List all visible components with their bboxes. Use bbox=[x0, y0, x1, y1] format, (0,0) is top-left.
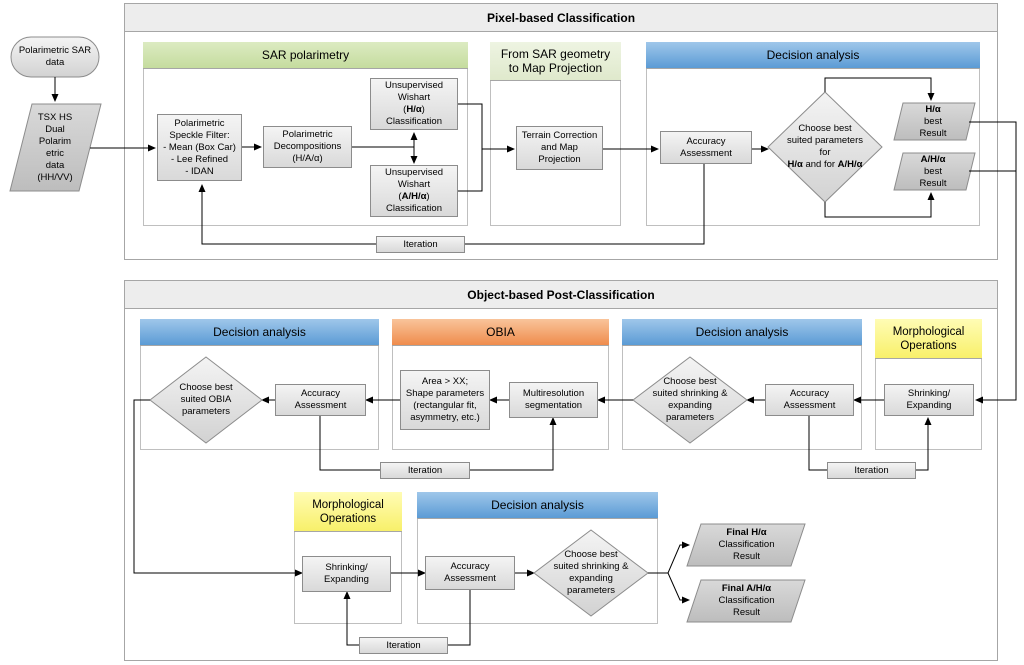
morph-header-bottom: Morphological Operations bbox=[294, 492, 402, 532]
decision-header-bottom: Decision analysis bbox=[417, 492, 658, 519]
accuracy-assessment-top-right: Accuracy Assessment bbox=[765, 384, 854, 416]
connector bbox=[648, 541, 690, 574]
terrain-correction-box: Terrain Correction and Map Projection bbox=[516, 126, 603, 170]
wishart-ha-bold: (H/α) bbox=[403, 104, 425, 115]
connector bbox=[808, 416, 827, 471]
shrinking-expanding-bottom: Shrinking/ Expanding bbox=[302, 556, 391, 592]
choose-shrink-label-bottom: Choose best suited shrinking & expanding… bbox=[553, 549, 629, 596]
area-shape-params: Area > XX; Shape parameters (rectangular… bbox=[400, 370, 490, 430]
wishart-aha-box: Unsupervised Wishart (A/H/α) Classificat… bbox=[370, 165, 458, 217]
wishart-ha-box: Unsupervised Wishart (H/α) Classificatio… bbox=[370, 78, 458, 130]
wishart-aha-bold: (A/H/α) bbox=[398, 191, 430, 202]
sar-data-label: Polarimetric SAR data bbox=[18, 45, 92, 68]
decision-analysis-header-pixel: Decision analysis bbox=[646, 42, 980, 69]
accuracy-assessment-bottom: Accuracy Assessment bbox=[425, 556, 515, 590]
tsx-data-label: TSX HS Dual Polarim etric data (HH/VV) bbox=[37, 111, 73, 183]
connector bbox=[458, 103, 483, 149]
final-aha-result-label: Final A/H/α Classification Result bbox=[718, 583, 775, 618]
connector bbox=[470, 417, 557, 471]
connector bbox=[198, 184, 376, 245]
connector bbox=[458, 149, 483, 192]
iteration-box-top-left: Iteration bbox=[380, 462, 470, 479]
choose-shrink-diamond-top bbox=[632, 356, 748, 444]
iteration-box-bottom: Iteration bbox=[359, 637, 448, 654]
sar-polarimetry-header: SAR polarimetry bbox=[143, 42, 468, 69]
object-based-title: Object-based Post-Classification bbox=[125, 281, 997, 309]
geometry-header: From SAR geometry to Map Projection bbox=[490, 42, 621, 81]
connector bbox=[969, 121, 1017, 404]
ha-best-result-shape bbox=[893, 102, 976, 141]
connector bbox=[824, 192, 935, 218]
choose-shrink-label-top: Choose best suited shrinking & expanding… bbox=[652, 376, 728, 423]
connector bbox=[667, 572, 690, 604]
choose-obia-label: Choose best suited OBIA parameters bbox=[179, 382, 233, 417]
wishart-ha-line3: Classification bbox=[386, 116, 442, 127]
ha-best-result-label: H/α best Result bbox=[919, 103, 947, 139]
choose-shrink-diamond-bottom bbox=[533, 529, 649, 617]
pixel-based-title: Pixel-based Classification bbox=[125, 4, 997, 32]
multiresolution-segmentation: Multiresolution segmentation bbox=[509, 382, 598, 418]
wishart-aha-line3: Classification bbox=[386, 203, 442, 214]
shrinking-expanding-top: Shrinking/ Expanding bbox=[884, 384, 974, 416]
final-aha-result-shape bbox=[686, 579, 806, 623]
decompositions-box: Polarimetric Decompositions (H/A/α) bbox=[263, 126, 352, 168]
connector bbox=[465, 161, 705, 245]
decision-header-top-left: Decision analysis bbox=[140, 319, 379, 346]
iteration-box-top-right: Iteration bbox=[827, 462, 916, 479]
tsx-data-parallelogram bbox=[9, 103, 102, 192]
wishart-ha-line1: Unsupervised Wishart bbox=[384, 80, 444, 103]
final-ha-result-label: Final H/α Classification Result bbox=[718, 527, 775, 562]
connector bbox=[916, 417, 932, 471]
connector bbox=[343, 591, 359, 646]
iteration-box-pixel: Iteration bbox=[376, 236, 465, 253]
obia-header: OBIA bbox=[392, 319, 609, 346]
final-ha-result-shape bbox=[686, 523, 806, 567]
speckle-filter-box: Polarimetric Speckle Filter: - Mean (Box… bbox=[157, 114, 242, 181]
connector bbox=[133, 399, 303, 577]
connector bbox=[824, 77, 935, 101]
accuracy-assessment-top-left: Accuracy Assessment bbox=[275, 384, 366, 416]
choose-params-label: Choose best suited parameters for H/α an… bbox=[786, 123, 864, 170]
decision-header-top-right: Decision analysis bbox=[622, 319, 862, 346]
wishart-aha-line1: Unsupervised Wishart bbox=[384, 167, 444, 190]
morph-header-top: Morphological Operations bbox=[875, 319, 982, 359]
choose-obia-diamond bbox=[149, 356, 263, 444]
accuracy-assessment-pixel: Accuracy Assessment bbox=[660, 131, 752, 164]
connector bbox=[448, 590, 471, 646]
aha-best-result-shape bbox=[893, 152, 976, 191]
aha-best-result-label: A/H/α best Result bbox=[919, 153, 947, 189]
connector bbox=[319, 416, 380, 471]
